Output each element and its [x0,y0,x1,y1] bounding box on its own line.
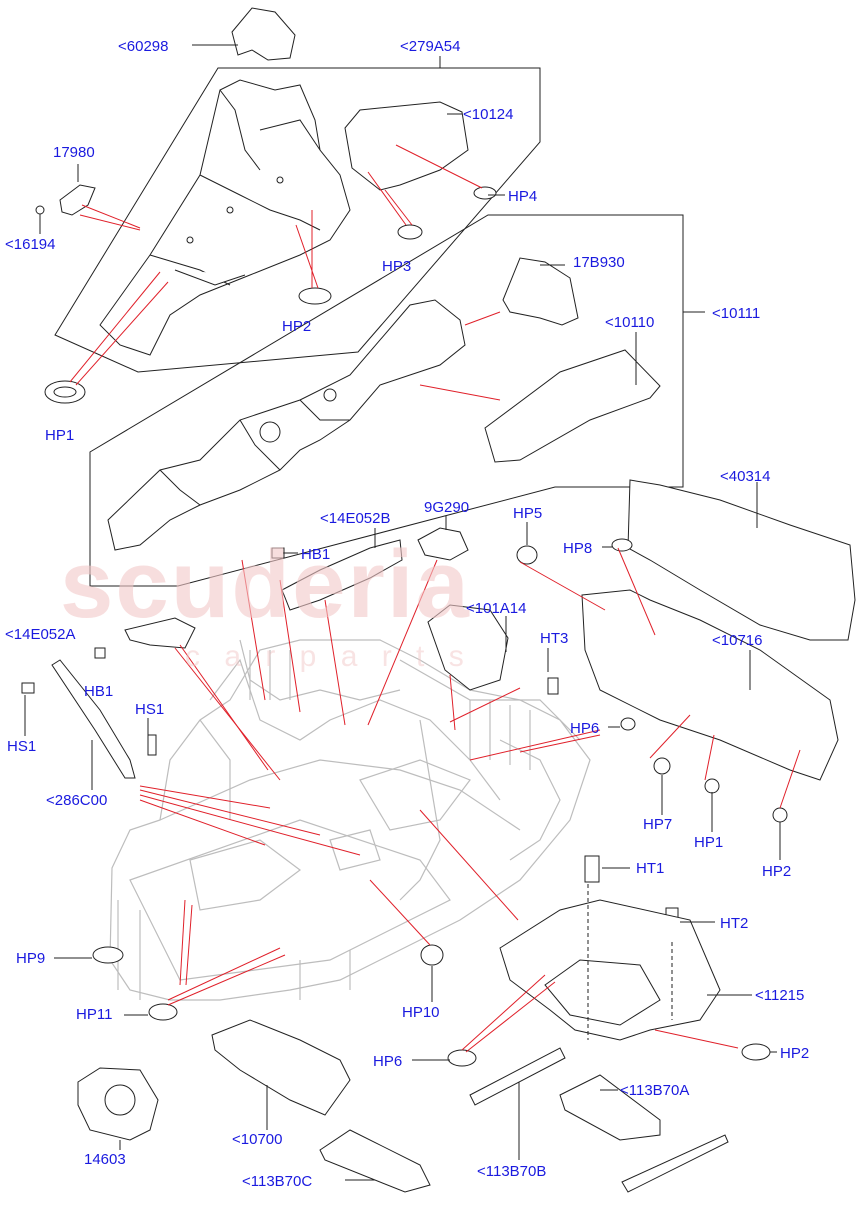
label-11215[interactable]: <11215 [755,987,805,1004]
group-box-10111 [89,214,684,587]
leader-lines [24,44,781,1181]
label-hb1-left[interactable]: HB1 [84,683,114,700]
label-hp11[interactable]: HP11 [76,1006,113,1023]
strap-286C00 [51,659,136,779]
watermark-brand: scuderia [60,531,471,638]
label-16194[interactable]: <16194 [5,236,56,253]
label-ht2[interactable]: HT2 [720,915,749,932]
label-10111[interactable]: <10111 [712,305,761,322]
floor-panel-10124 [344,101,469,191]
label-ht3[interactable]: HT3 [540,630,569,647]
label-10110[interactable]: <10110 [605,314,655,331]
label-hp6-mid[interactable]: HP6 [570,720,600,737]
bracket-17980 [59,184,96,216]
underbody-assembly-ghost [109,639,591,1001]
bracket-9G290 [417,527,469,561]
label-hs1-left[interactable]: HS1 [7,738,37,755]
plug-hp4-top [473,186,497,200]
label-113B70B[interactable]: <113B70B [477,1163,547,1180]
bracket-17B930 [502,257,579,326]
label-279A54[interactable]: <279A54 [400,38,461,55]
label-17B930[interactable]: 17B930 [573,254,625,271]
label-hp6-bottom[interactable]: HP6 [373,1053,403,1070]
mount-14603 [77,1067,159,1141]
bracket-60298 [231,7,296,61]
plug-hp1-top [44,380,86,404]
plug-hp2-top [298,287,332,305]
label-14E052A[interactable]: <14E052A [5,626,76,643]
label-hp10[interactable]: HP10 [402,1004,440,1021]
label-60298[interactable]: <60298 [118,38,169,55]
watermark-sub: c a r p a r t s [185,640,472,673]
bracket-14E052A [124,617,196,649]
rails-113B70 [319,1047,729,1193]
callout-lines [69,144,801,1053]
label-hp2-bottom[interactable]: HP2 [780,1045,810,1062]
label-hp1-right[interactable]: HP1 [694,834,724,851]
label-hp2-top[interactable]: HP2 [282,318,312,335]
tray-10700 [211,1019,351,1116]
front-floor-pan [99,79,351,356]
panel-10110 [484,349,661,463]
label-hp5[interactable]: HP5 [513,505,543,522]
label-286C00[interactable]: <286C00 [46,792,108,809]
label-14603[interactable]: 14603 [84,1151,126,1168]
label-14E052B[interactable]: <14E052B [320,510,391,527]
label-hb1-top[interactable]: HB1 [301,546,331,563]
label-hp9[interactable]: HP9 [16,950,46,967]
label-hp3[interactable]: HP3 [382,258,412,275]
label-hp8[interactable]: HP8 [563,540,593,557]
label-101A14[interactable]: <101A14 [466,600,527,617]
label-17980[interactable]: 17980 [53,144,95,161]
label-10124[interactable]: <10124 [463,106,514,123]
floor-panel-11215 [499,899,721,1041]
label-10700[interactable]: <10700 [232,1131,283,1148]
label-hs1[interactable]: HS1 [135,701,165,718]
label-hp1-top[interactable]: HP1 [45,427,75,444]
plug-hp3-top [397,224,423,240]
group-box-279A54 [54,67,541,373]
label-113B70A[interactable]: <113B70A [620,1082,690,1099]
label-9G290[interactable]: 9G290 [424,499,470,516]
label-10716[interactable]: <10716 [712,632,763,649]
label-hp2-right[interactable]: HP2 [762,863,792,880]
bracket-14E052B [281,539,403,611]
crossmember-10716 [581,589,839,781]
label-113B70C[interactable]: <113B70C [242,1173,313,1190]
label-ht1[interactable]: HT1 [636,860,665,877]
label-hp4[interactable]: HP4 [508,188,538,205]
label-40314[interactable]: <40314 [720,468,771,485]
bolt-16194 [35,205,45,215]
panel-40314 [627,479,856,641]
label-hp7[interactable]: HP7 [643,816,673,833]
rear-crossmember-10111 [107,299,466,551]
bracket-101A14 [427,604,509,691]
plugs-lower [92,538,788,1067]
